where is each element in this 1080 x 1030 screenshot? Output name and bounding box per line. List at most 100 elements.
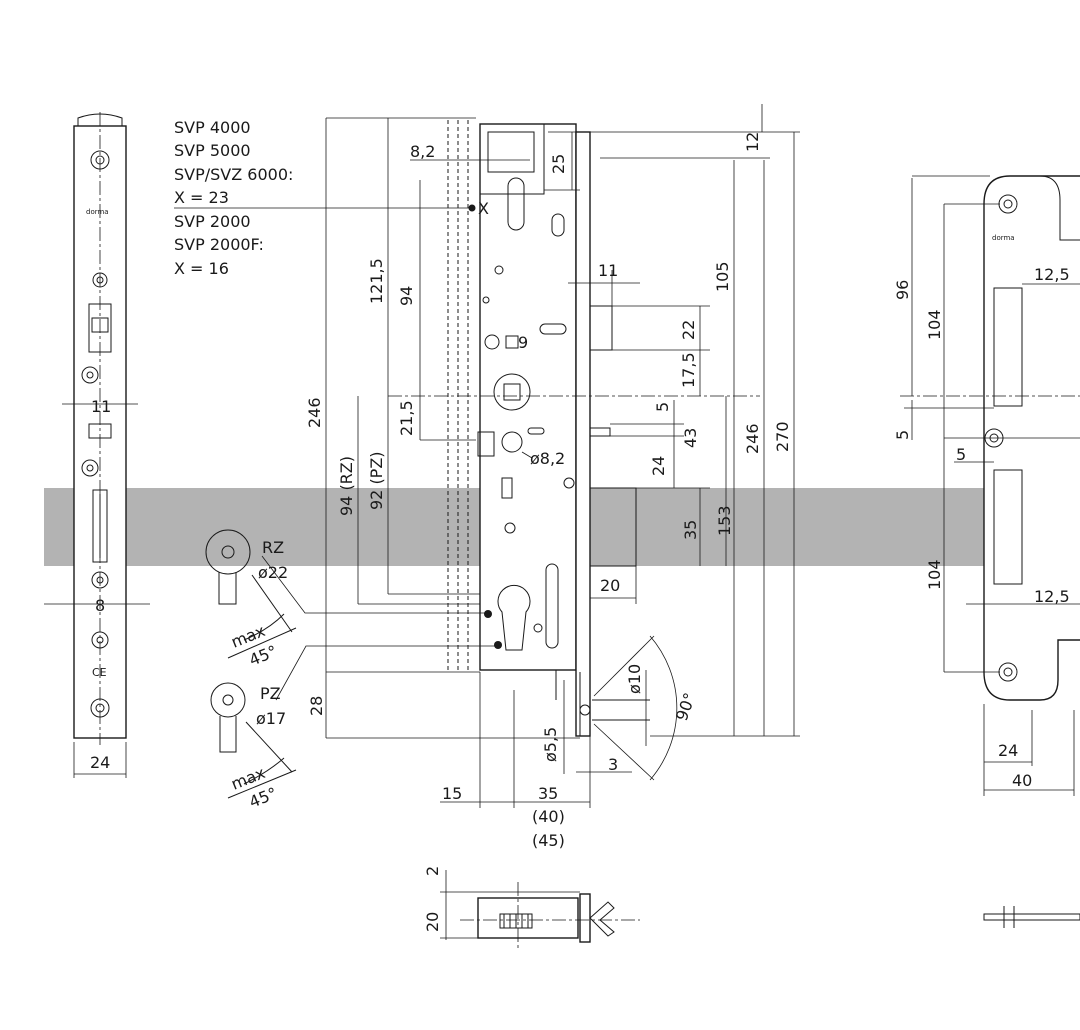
screw-hole-icon xyxy=(91,631,109,649)
strike-dim-104-bottom-label: 104 xyxy=(925,559,944,590)
strike-dim-104-top-label: 104 xyxy=(925,309,944,340)
dim-246-left-label: 246 xyxy=(305,397,324,428)
front-plate-width-label: 24 xyxy=(90,753,110,772)
dim-28-label: 28 xyxy=(307,696,326,716)
dim-11-label: 11 xyxy=(598,261,618,280)
screw-hole-icon xyxy=(81,459,99,477)
model-legend: SVP 4000 SVP 5000 SVP/SVZ 6000: X = 23 S… xyxy=(174,118,476,278)
key-icon xyxy=(221,545,235,559)
dim-12-label: 12 xyxy=(743,132,762,152)
auxiliary-latch xyxy=(589,427,611,437)
x-mark-label: X xyxy=(478,199,489,218)
lock-forend xyxy=(575,131,591,737)
spring-latch xyxy=(589,305,613,351)
strike-dim-5-left-label: 5 xyxy=(893,430,912,440)
bottom-dim-2-label: 2 xyxy=(423,866,442,876)
dim-24-label: 24 xyxy=(649,456,668,476)
strike-plate-logo: dorma xyxy=(992,234,1015,242)
dim-246-right-label: 246 xyxy=(743,423,762,454)
dim-22-label: 22 xyxy=(679,320,698,340)
screw-hole-icon xyxy=(484,334,500,350)
dim-121-5-label: 121,5 xyxy=(367,258,386,304)
screw-hole-icon xyxy=(90,150,110,170)
legend-line: SVP 2000F: xyxy=(174,235,264,254)
dim-94-label: 94 xyxy=(397,286,416,306)
strike-dim-24-label: 24 xyxy=(998,741,1018,760)
dim-35-label: 35 xyxy=(681,520,700,540)
dim-5-label: 5 xyxy=(653,402,672,412)
legend-line: SVP 4000 xyxy=(174,118,251,137)
cylinder-hole xyxy=(497,584,531,651)
top-latch-block xyxy=(487,131,535,173)
dim-270-label: 270 xyxy=(773,421,792,452)
front-plate-bolt-width-label: 11 xyxy=(91,397,111,416)
lock-bottom-view: 2 20 xyxy=(423,866,640,950)
dim-17-5-label: 17,5 xyxy=(679,352,698,388)
follower-hub xyxy=(493,373,531,411)
strike-dim-96-label: 96 xyxy=(893,280,912,300)
dim-20-label: 20 xyxy=(600,576,620,595)
hole-8-2-label: ø8,2 xyxy=(530,449,565,468)
latch-window xyxy=(88,303,112,353)
legend-line: X = 23 xyxy=(174,188,229,207)
hole-8-2 xyxy=(501,431,523,453)
cylinder-pz-label: PZ xyxy=(260,684,281,703)
dim-40-bottom-label: (40) xyxy=(532,807,565,826)
cylinder-rz-diameter: ø22 xyxy=(258,563,288,582)
dim-153-label: 153 xyxy=(715,505,734,536)
dim-15-label: 15 xyxy=(442,784,462,803)
legend-line: SVP 5000 xyxy=(174,141,251,160)
dim-105-label: 105 xyxy=(713,261,732,292)
dim-9-label: 9 xyxy=(518,333,528,352)
dim-35-bottom-label: 35 xyxy=(538,784,558,803)
dim-94-rz-label: 94 (RZ) xyxy=(337,456,356,516)
key-icon xyxy=(222,694,234,706)
strike-dim-12-5-bottom-label: 12,5 xyxy=(1034,587,1070,606)
dim-3-label: 3 xyxy=(608,755,618,774)
screw-hole-icon xyxy=(90,698,110,718)
front-plate-view: dorma CE 11 8 24 xyxy=(44,112,150,778)
screw-hole-icon xyxy=(91,571,109,589)
strike-plate-profile xyxy=(983,913,1080,921)
dim-92-pz-label: 92 (PZ) xyxy=(367,451,386,510)
front-plate-logo: dorma xyxy=(86,208,109,216)
strike-plate-view: dorma 96 104 12,5 5 104 5 12,5 24 40 xyxy=(893,175,1080,928)
cylinder-pz-angle: 45° xyxy=(246,783,279,811)
lock-body-view: 9 24 xyxy=(261,104,800,850)
strike-dim-12-5-top-label: 12,5 xyxy=(1034,265,1070,284)
cylinder-rz-label: RZ xyxy=(262,538,284,557)
ce-mark: CE xyxy=(92,666,107,679)
cylinder-rz-angle: 45° xyxy=(246,641,279,669)
bottom-dim-20-label: 20 xyxy=(423,912,442,932)
legend-line: SVP 2000 xyxy=(174,212,251,231)
cylinder-pz-profile xyxy=(210,682,246,718)
strike-dim-5-inner-label: 5 xyxy=(956,445,966,464)
cylinder-pz-diameter: ø17 xyxy=(256,709,286,728)
dim-25-label: 25 xyxy=(549,154,568,174)
front-plate-latch-width-label: 8 xyxy=(95,596,105,615)
strike-dim-40-label: 40 xyxy=(1012,771,1032,790)
spring-mechanism xyxy=(477,431,495,457)
slot xyxy=(507,177,525,231)
legend-line: SVP/SVZ 6000: xyxy=(174,165,293,184)
dim-8-2-top-label: 8,2 xyxy=(410,142,435,161)
screw-hole-icon xyxy=(81,366,99,384)
cylinder-rz: RZ ø22 max 45° xyxy=(205,529,297,670)
dim-5-5-label: ø5,5 xyxy=(541,727,560,762)
strike-latch-opening xyxy=(993,287,1023,407)
dead-bolt xyxy=(589,487,637,567)
dim-10-label: ø10 xyxy=(625,664,644,694)
dim-21-5-label: 21,5 xyxy=(397,400,416,436)
strike-bolt-opening xyxy=(993,469,1023,585)
square-spindle xyxy=(505,335,519,349)
legend-line: X = 16 xyxy=(174,259,229,278)
cylinder-rz-profile xyxy=(205,529,251,575)
dim-45-bottom-label: (45) xyxy=(532,831,565,850)
screw-hole-icon xyxy=(92,272,108,288)
lock-case xyxy=(479,123,577,671)
auxiliary-latch-window xyxy=(88,423,112,439)
dim-43-label: 43 xyxy=(681,428,700,448)
bolt-window xyxy=(92,489,108,563)
cylinder-pz: PZ ø17 max 45° xyxy=(210,682,297,812)
